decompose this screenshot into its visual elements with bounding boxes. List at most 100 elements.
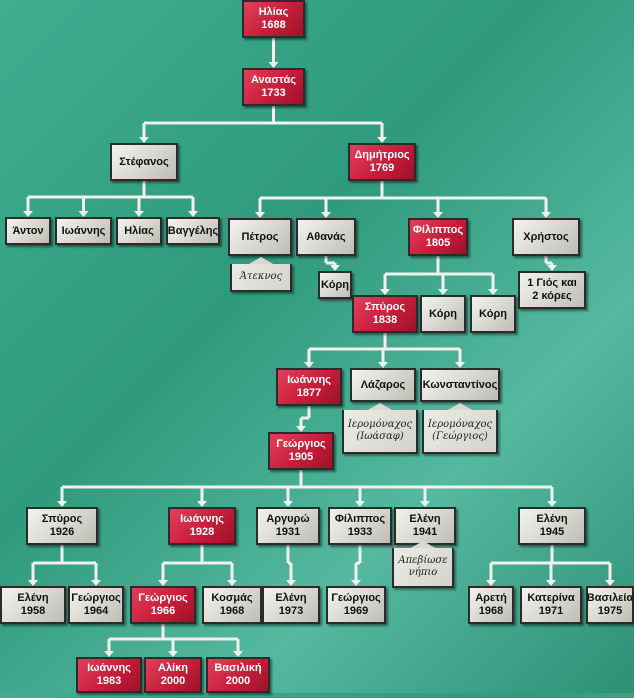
person-name: Γεώργιος	[71, 592, 121, 604]
arrow-head	[158, 580, 168, 586]
note-text: νήπιο	[408, 567, 438, 578]
person-name: Γεώργιος	[276, 438, 326, 450]
person-year: 1973	[278, 605, 304, 617]
arrow-head	[541, 212, 551, 218]
note-cap	[446, 403, 474, 411]
note-cap	[409, 541, 437, 549]
person-name: Φίλιππος	[412, 224, 464, 236]
person-year: 1877	[296, 387, 322, 399]
person-name: Βαγγέλης	[167, 224, 219, 237]
person-name: Σπύρος	[364, 301, 406, 313]
person-name: Φίλιππος	[334, 513, 386, 525]
arrow-head	[78, 211, 89, 217]
person-node: Αθανάς	[296, 218, 356, 256]
arrow-head	[605, 580, 615, 586]
person-name: Αρετή	[475, 592, 507, 604]
person-node: Ιωάννης	[55, 217, 112, 245]
person-year: 2000	[160, 675, 186, 687]
person-name: Ελένη	[17, 592, 49, 604]
arrow-head	[438, 289, 448, 295]
person-year: 2000	[225, 675, 251, 687]
person-year: 1941	[412, 526, 438, 538]
person-name: Χρήστος	[523, 230, 569, 243]
arrow-head	[283, 501, 293, 507]
person-year: 1958	[20, 605, 46, 617]
arrow-head	[380, 289, 390, 295]
person-year: 1975	[597, 605, 623, 617]
person-year: 1926	[49, 526, 75, 538]
arrow-head	[330, 265, 340, 271]
person-name: Ηλίας	[258, 6, 289, 18]
person-node: Κόρη	[470, 295, 516, 333]
arrow-head	[486, 580, 496, 586]
person-node: Βαγγέλης	[166, 217, 220, 245]
arrow-head	[91, 580, 101, 586]
note-text: (Γεώργιος)	[432, 431, 488, 442]
person-name: Κόρη	[429, 307, 457, 320]
person-year: 1966	[150, 605, 176, 617]
person-name: Ιωάννης	[61, 224, 106, 237]
person-name: Αργυρώ	[266, 513, 310, 525]
annotation-note: Ιερομόναχος(Γεώργιος)	[422, 410, 498, 454]
person-name: Ελένη	[409, 513, 441, 525]
person-name: Βασιλική	[214, 662, 262, 674]
arrow-head	[420, 501, 430, 507]
person-name: Ιωάννης	[87, 662, 131, 674]
person-year: 1931	[275, 526, 301, 538]
note-text: Άτεκνος	[239, 271, 283, 282]
person-name: Γεώργιος	[331, 592, 381, 604]
person-node: Πέτρος	[228, 218, 292, 256]
arrow-head	[355, 501, 365, 507]
arrow-head	[547, 265, 557, 271]
person-node: Κόρη	[318, 271, 352, 299]
arrow-head	[23, 211, 33, 217]
person-year: 2 κόρες	[532, 290, 572, 302]
arrow-head	[377, 137, 387, 143]
person-name: Γεώργιος	[138, 592, 188, 604]
note-text: (Ιωάσαφ)	[356, 431, 404, 442]
arrow-head	[255, 212, 265, 218]
person-year: 1688	[261, 19, 286, 31]
arrow-head	[378, 362, 388, 368]
person-name: Κατερίνα	[527, 592, 575, 604]
person-name: Βασιλεία	[586, 592, 634, 604]
arrow-head	[139, 137, 149, 143]
arrow-head	[455, 362, 465, 368]
arrow-head	[134, 211, 144, 217]
arrow-head	[227, 580, 237, 586]
person-name: Στέφανος	[119, 155, 169, 168]
arrow-head	[188, 211, 198, 217]
person-name: Κωνσταντίνος	[422, 378, 498, 391]
person-node: Κόρη	[420, 295, 466, 333]
person-name: Σπύρος	[41, 513, 83, 525]
person-name: Ελένη	[536, 513, 568, 525]
arrow-head	[488, 289, 498, 295]
person-name: Λάζαρος	[360, 378, 406, 391]
person-year: 1968	[219, 605, 245, 617]
annotation-note: Ιερομόναχος(Ιωάσαφ)	[342, 410, 418, 454]
person-name: Κοσμάς	[211, 592, 253, 604]
person-year: 1945	[539, 526, 565, 538]
note-cap	[366, 403, 394, 411]
arrow-head	[547, 501, 557, 507]
person-year: 1983	[96, 675, 122, 687]
arrow-head	[296, 426, 306, 432]
